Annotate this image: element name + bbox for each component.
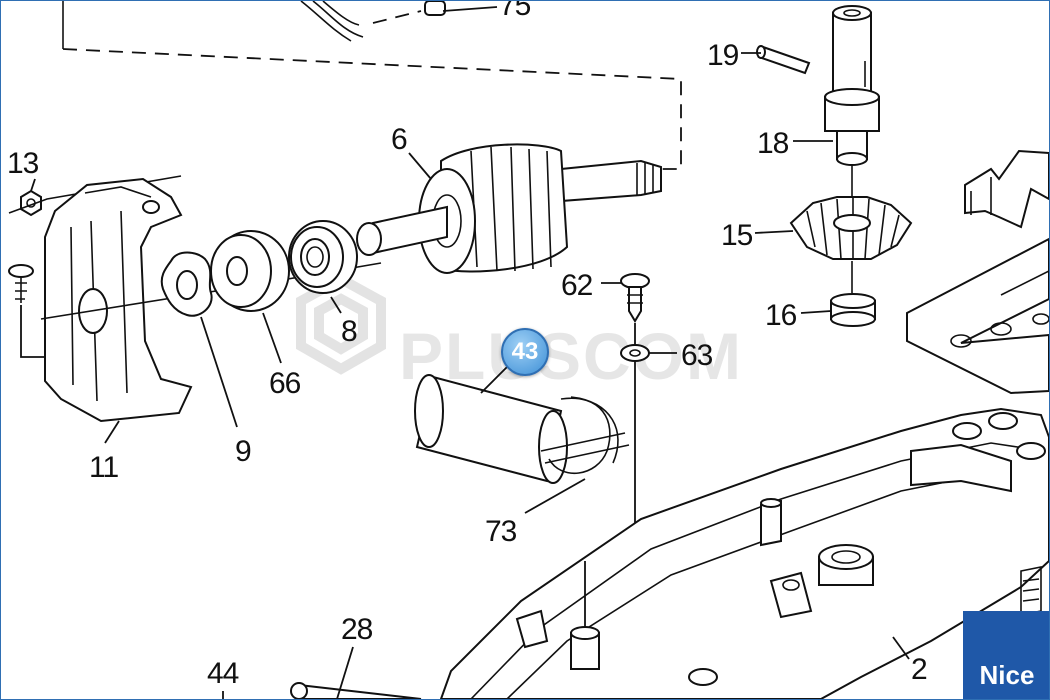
right-rail [906, 237, 1049, 395]
label-15: 15 [721, 219, 753, 252]
label-44: 44 [207, 657, 239, 690]
label-75: 75 [499, 1, 531, 22]
label-28: 28 [341, 613, 373, 646]
label-19: 19 [707, 39, 739, 72]
part-28-rod [290, 682, 422, 699]
part-9-washer [160, 251, 213, 317]
watermark-logo-inner-icon [314, 293, 368, 355]
part-labels: 75 19 18 6 13 15 62 16 8 63 66 9 11 73 2… [7, 1, 928, 690]
watermark-text: PLUSCOM [399, 319, 743, 393]
part-43-badge[interactable]: 43 [501, 328, 549, 376]
label-63: 63 [681, 339, 713, 372]
part-8-bearing [288, 220, 358, 294]
label-18: 18 [757, 127, 789, 160]
label-73: 73 [485, 515, 517, 548]
part-63-washer [620, 344, 650, 362]
leader-9 [200, 316, 238, 428]
part-62-screw [620, 273, 650, 691]
wire-bundle [300, 1, 364, 42]
wiring-dashed-top [372, 10, 422, 24]
part-73-capacitor [414, 374, 630, 484]
part-16-bushing [830, 293, 876, 327]
label-62: 62 [561, 269, 593, 302]
watermark: PLUSCOM [296, 273, 743, 393]
leader-73 [524, 478, 586, 514]
leader-2 [892, 636, 910, 660]
leader-6 [408, 152, 432, 180]
label-6: 6 [391, 123, 407, 156]
label-8: 8 [341, 315, 357, 348]
right-bracket [964, 149, 1049, 229]
label-2: 2 [911, 653, 927, 686]
brand-logo: Nice [963, 611, 1049, 699]
leader-8 [330, 296, 342, 314]
leader-16 [800, 310, 832, 314]
leader-badge [480, 364, 510, 394]
part-15-gear [789, 196, 913, 260]
part-19-pin [756, 45, 811, 75]
leader-11 [104, 420, 120, 444]
left-screw [8, 264, 45, 358]
label-13: 13 [7, 147, 39, 180]
leader-66 [262, 312, 282, 364]
wiring-harness [62, 1, 682, 170]
leader-lines [30, 6, 910, 699]
leader-28 [336, 646, 354, 699]
part-18-shaft [824, 5, 880, 166]
label-9: 9 [235, 435, 251, 468]
label-16: 16 [765, 299, 797, 332]
wiring-dashed-line [62, 48, 682, 170]
leader-13 [30, 178, 36, 192]
part-66-bearing [210, 230, 290, 312]
label-66: 66 [269, 367, 301, 400]
part-6-rotor [356, 143, 662, 274]
connector-75 [424, 1, 446, 16]
label-11: 11 [89, 451, 118, 484]
leader-75 [442, 6, 498, 12]
leader-15 [754, 230, 794, 234]
part-11-bracket [44, 177, 193, 423]
part-2-base [439, 407, 1049, 699]
